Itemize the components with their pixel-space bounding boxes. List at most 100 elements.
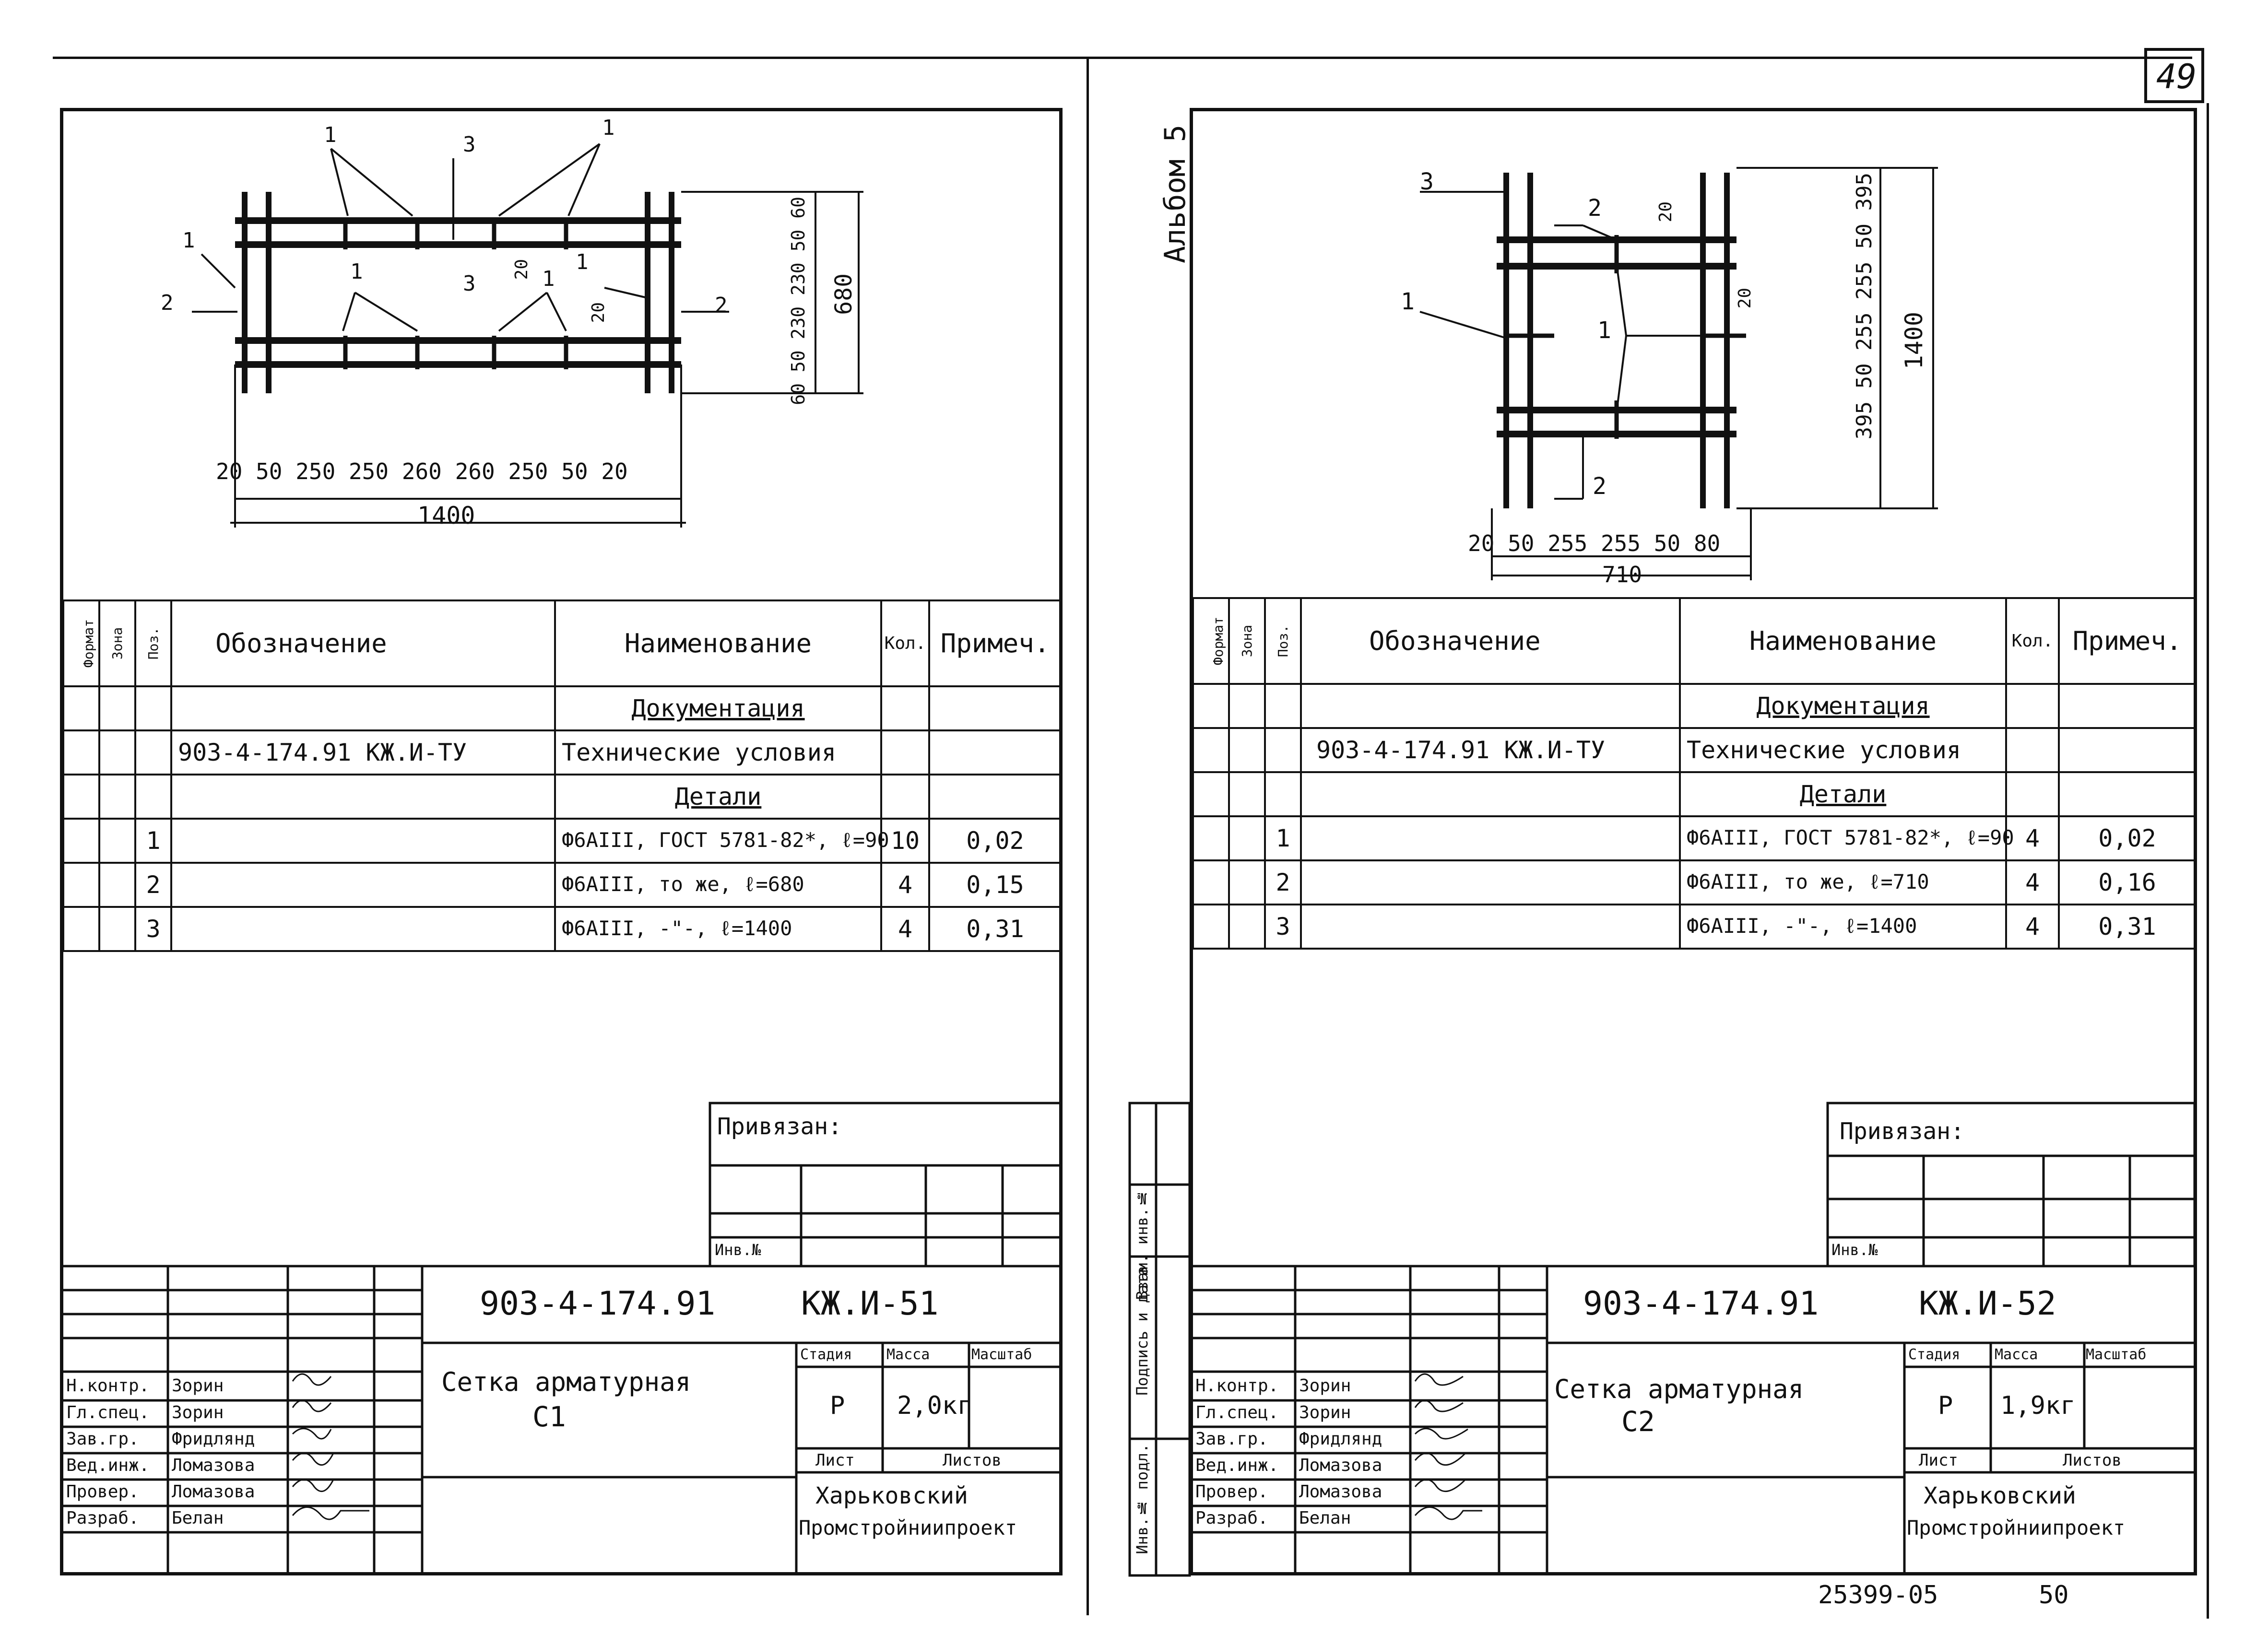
right-doc-code: 903-4-174.91	[1583, 1285, 1819, 1323]
left-person-2: Фридлянд	[172, 1429, 255, 1449]
left-scale-label: Масштаб	[971, 1346, 1032, 1363]
right-person-5: Белан	[1299, 1508, 1351, 1528]
right-stage-label: Стадия	[1908, 1346, 1961, 1363]
top-rule	[53, 57, 2192, 59]
callout-1d: 1	[350, 259, 363, 284]
table-row: Детали	[1192, 771, 2197, 817]
right-edge-rule	[2207, 103, 2209, 1619]
bottom-archive-code: 25399-05	[1818, 1581, 1938, 1610]
right-lists-label: Листов	[2063, 1451, 2122, 1470]
col-name: Наименование	[1679, 597, 2007, 685]
left-inv-label: Инв.№	[715, 1241, 761, 1259]
callout-r1a: 1	[1401, 288, 1415, 315]
col-designation: Обозначение	[170, 599, 556, 687]
callout-3b: 3	[463, 271, 476, 296]
right-person-1: Зорин	[1299, 1403, 1351, 1422]
right-sheet-code: КЖ.И-52	[1919, 1285, 2056, 1323]
left-person-0: Зорин	[172, 1376, 224, 1396]
right-org-line1: Харьковский	[1924, 1482, 2076, 1509]
left-person-4: Ломазова	[172, 1482, 255, 1502]
left-person-1: Зорин	[172, 1403, 224, 1422]
callout-r2b: 2	[1593, 473, 1606, 500]
right-scale-label: Масштаб	[2086, 1346, 2147, 1363]
col-qty: Кол.	[880, 599, 930, 687]
left-doc-code: 903-4-174.91	[480, 1285, 716, 1323]
right-person-4: Ломазова	[1299, 1482, 1382, 1502]
left-title-line2: С1	[532, 1400, 566, 1433]
left-sheet-code: КЖ.И-51	[801, 1285, 939, 1323]
right-privyazan-label: Привязан:	[1840, 1118, 1965, 1145]
page-number-box	[2144, 48, 2204, 103]
left-role-1: Гл.спец.	[66, 1403, 150, 1422]
right-inv-label: Инв.№	[1831, 1241, 1878, 1259]
right-mass: 1,9кг	[2000, 1391, 2076, 1420]
callout-r1b: 1	[1597, 317, 1611, 344]
callout-1f: 1	[576, 250, 589, 274]
left-org-line2: Промстройниипроект	[799, 1516, 1017, 1539]
right-org-line2: Промстройниипроект	[1907, 1516, 2126, 1539]
left-stage-label: Стадия	[800, 1346, 852, 1363]
left-list-label: Лист	[815, 1451, 855, 1470]
center-fold-line	[1087, 57, 1089, 1615]
callout-1e: 1	[542, 267, 555, 291]
right-role-1: Гл.спец.	[1195, 1403, 1279, 1422]
col-designation: Обозначение	[1300, 597, 1681, 685]
left-stage: Р	[830, 1391, 845, 1420]
left-role-0: Н.контр.	[66, 1376, 150, 1396]
right-spec-table: Формат Зона Поз. Обозначение Наименовани…	[1192, 597, 2197, 950]
table-row: Детали	[62, 774, 1062, 820]
left-lists-label: Листов	[943, 1451, 1002, 1470]
right-person-0: Зорин	[1299, 1376, 1351, 1396]
right-mass-label: Масса	[1995, 1346, 2038, 1363]
callout-2a: 2	[161, 291, 174, 315]
callout-3a: 3	[463, 132, 476, 157]
table-row: Документация	[1192, 683, 2197, 729]
right-person-2: Фридлянд	[1299, 1429, 1382, 1449]
col-qty: Кол.	[2005, 597, 2060, 685]
col-note: Примеч.	[928, 599, 1062, 687]
left-title-line1: Сетка арматурная	[441, 1367, 691, 1397]
left-privyazan-label: Привязан:	[717, 1113, 842, 1140]
bottom-page-number: 50	[2039, 1581, 2069, 1610]
left-person-3: Ломазова	[172, 1456, 255, 1475]
callout-1b: 1	[602, 116, 615, 140]
left-spec-table: Формат Зона Поз. Обозначение Наименовани…	[62, 599, 1062, 952]
dim-total-width-left: 1400	[417, 502, 475, 529]
right-role-0: Н.контр.	[1195, 1376, 1279, 1396]
left-mass: 2,0кг	[897, 1391, 972, 1420]
right-role-5: Разраб.	[1195, 1508, 1268, 1528]
callout-r2a: 2	[1588, 195, 1602, 222]
callout-1a: 1	[324, 123, 337, 147]
left-role-2: Зав.гр.	[66, 1429, 139, 1449]
page-number: 49	[2156, 57, 2197, 96]
dim-bottom-left: 20 50 250 250 260 260 250 50 20	[216, 458, 628, 484]
callout-r3: 3	[1420, 168, 1434, 195]
right-role-3: Вед.инж.	[1195, 1456, 1279, 1475]
right-person-3: Ломазова	[1299, 1456, 1382, 1475]
table-row: Документация	[62, 685, 1062, 731]
right-title-line2: С2	[1621, 1405, 1655, 1438]
left-person-5: Белан	[172, 1508, 224, 1528]
left-role-3: Вед.инж.	[66, 1456, 150, 1475]
left-mass-label: Масса	[886, 1346, 930, 1363]
spec-header-row: Формат Зона Поз. Обозначение Наименовани…	[1192, 597, 2197, 685]
callout-2b: 2	[715, 293, 728, 317]
right-title-line1: Сетка арматурная	[1554, 1374, 1804, 1404]
left-role-4: Провер.	[66, 1482, 139, 1502]
right-list-label: Лист	[1919, 1451, 1958, 1470]
callout-1c: 1	[182, 228, 195, 253]
col-note: Примеч.	[2058, 597, 2197, 685]
dim-total-width-right: 710	[1602, 562, 1642, 588]
